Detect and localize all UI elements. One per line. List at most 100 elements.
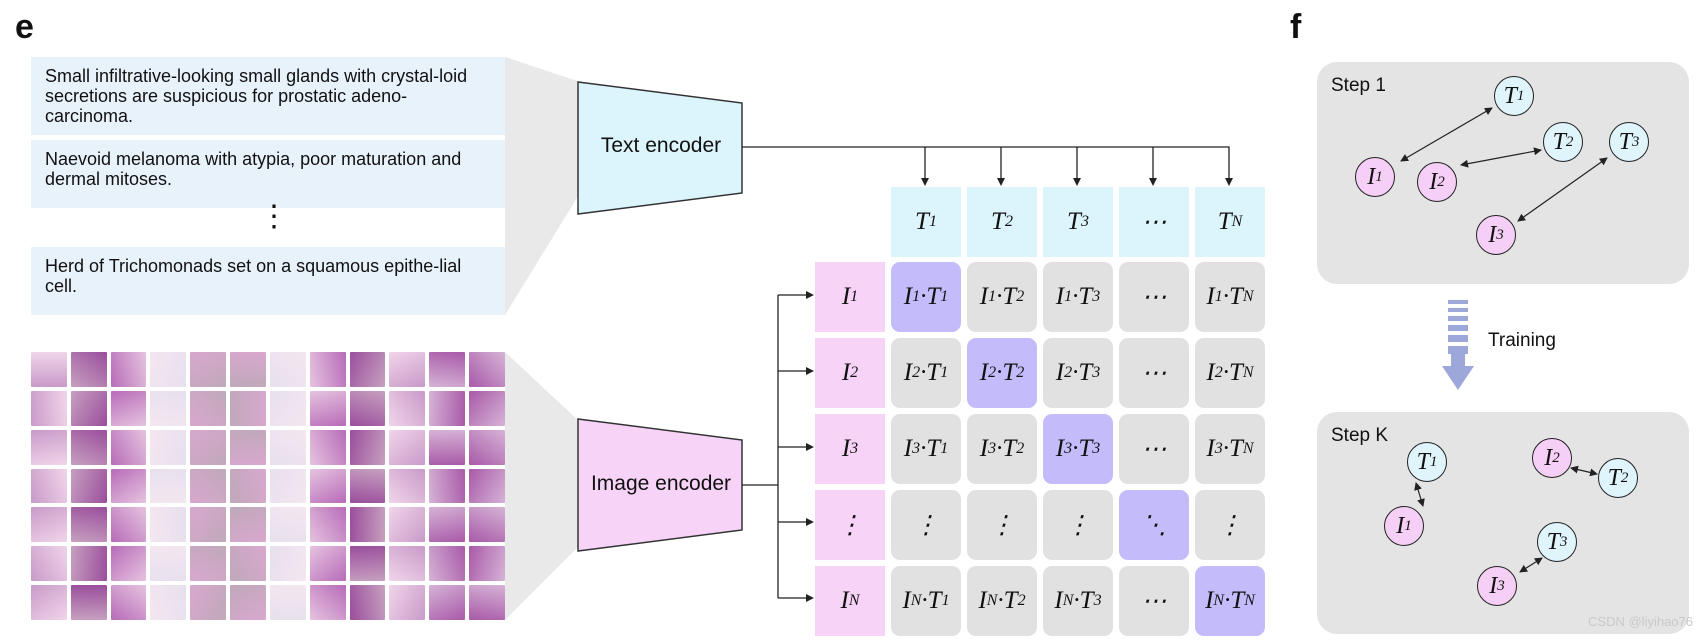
histology-thumbnail [469, 390, 505, 426]
histology-thumbnail [309, 585, 346, 620]
arrow-i2-t2-k [1570, 465, 1598, 477]
unmatched-pair-cell: ⋯ [1119, 338, 1189, 408]
histology-thumbnail [389, 390, 426, 426]
text-encoder-label: Text encoder [600, 134, 722, 157]
image-connector-arrowheads [806, 291, 814, 602]
histology-thumbnail [31, 352, 67, 387]
histology-thumbnail [230, 585, 266, 620]
histology-thumbnail [31, 507, 67, 543]
histology-thumbnail [190, 585, 227, 620]
image-connector [742, 294, 808, 599]
histology-thumbnail [269, 352, 306, 387]
matched-pair-cell: ⋱ [1119, 490, 1189, 560]
histology-thumbnail [150, 429, 187, 465]
histology-thumbnail [269, 390, 306, 426]
unmatched-pair-cell: ⋯ [1119, 414, 1189, 484]
arrow-i1-t1 [1400, 107, 1493, 162]
histology-thumbnail [230, 507, 266, 543]
training-label: Training [1488, 330, 1556, 351]
training-arrow [1442, 300, 1474, 390]
unmatched-pair-cell: ⋮ [967, 490, 1037, 560]
histology-thumbnail [429, 585, 466, 620]
histology-thumbnail [31, 429, 67, 465]
histology-thumbnail [309, 507, 346, 543]
histology-thumbnail [70, 468, 107, 504]
histology-thumbnail [349, 546, 386, 582]
text-encoder-shape [577, 81, 743, 215]
histology-thumbnail [110, 468, 147, 504]
histology-thumbnail [389, 507, 426, 543]
step1-pair-arrows [1400, 107, 1608, 222]
unmatched-pair-cell: ⋯ [1119, 262, 1189, 332]
arrow-i2-t2 [1460, 147, 1542, 168]
histology-thumbnail [309, 468, 346, 504]
histology-thumbnail [349, 429, 386, 465]
histology-thumbnail [190, 352, 227, 387]
histology-thumbnail [389, 546, 426, 582]
caption-1: Small infiltrative-looking small glands … [31, 57, 505, 135]
histology-thumbnail [269, 507, 306, 543]
caption-2: Naevoid melanoma with atypia, poor matur… [31, 140, 505, 208]
histology-thumbnail [269, 429, 306, 465]
text-connector [742, 146, 1230, 180]
stepk-pair-arrows [1414, 465, 1598, 573]
histology-thumbnail [230, 352, 266, 387]
arrow-i1-t1-k [1414, 482, 1425, 507]
histology-thumbnail [150, 585, 187, 620]
histology-thumbnail [469, 468, 505, 504]
histology-thumbnail [309, 352, 346, 387]
step-k-label: Step K [1331, 425, 1389, 446]
histology-thumbnail [150, 352, 187, 387]
histology-thumbnail [469, 546, 505, 582]
histology-thumbnail [309, 429, 346, 465]
histology-thumbnail [190, 429, 227, 465]
histology-thumbnail [190, 507, 227, 543]
histology-thumbnail [349, 507, 386, 543]
histology-thumbnail [309, 546, 346, 582]
histology-thumbnail [429, 468, 466, 504]
histology-thumbnail [389, 429, 426, 465]
histology-thumbnail [110, 507, 147, 543]
histology-thumbnail [349, 352, 386, 387]
histology-thumbnail [230, 390, 266, 426]
histology-thumbnail [110, 429, 147, 465]
histology-thumbnail [190, 546, 227, 582]
histology-thumbnail [190, 390, 227, 426]
step-1-label: Step 1 [1331, 75, 1386, 96]
histology-thumbnail [70, 585, 107, 620]
text-embedding-header: ⋯ [1119, 187, 1189, 257]
histology-thumbnail [110, 585, 147, 620]
histology-thumbnail [110, 546, 147, 582]
histology-thumbnail [190, 468, 227, 504]
image-encoder-label: Image encoder [590, 472, 732, 495]
watermark: CSDN @liyihao76 [1588, 614, 1693, 629]
